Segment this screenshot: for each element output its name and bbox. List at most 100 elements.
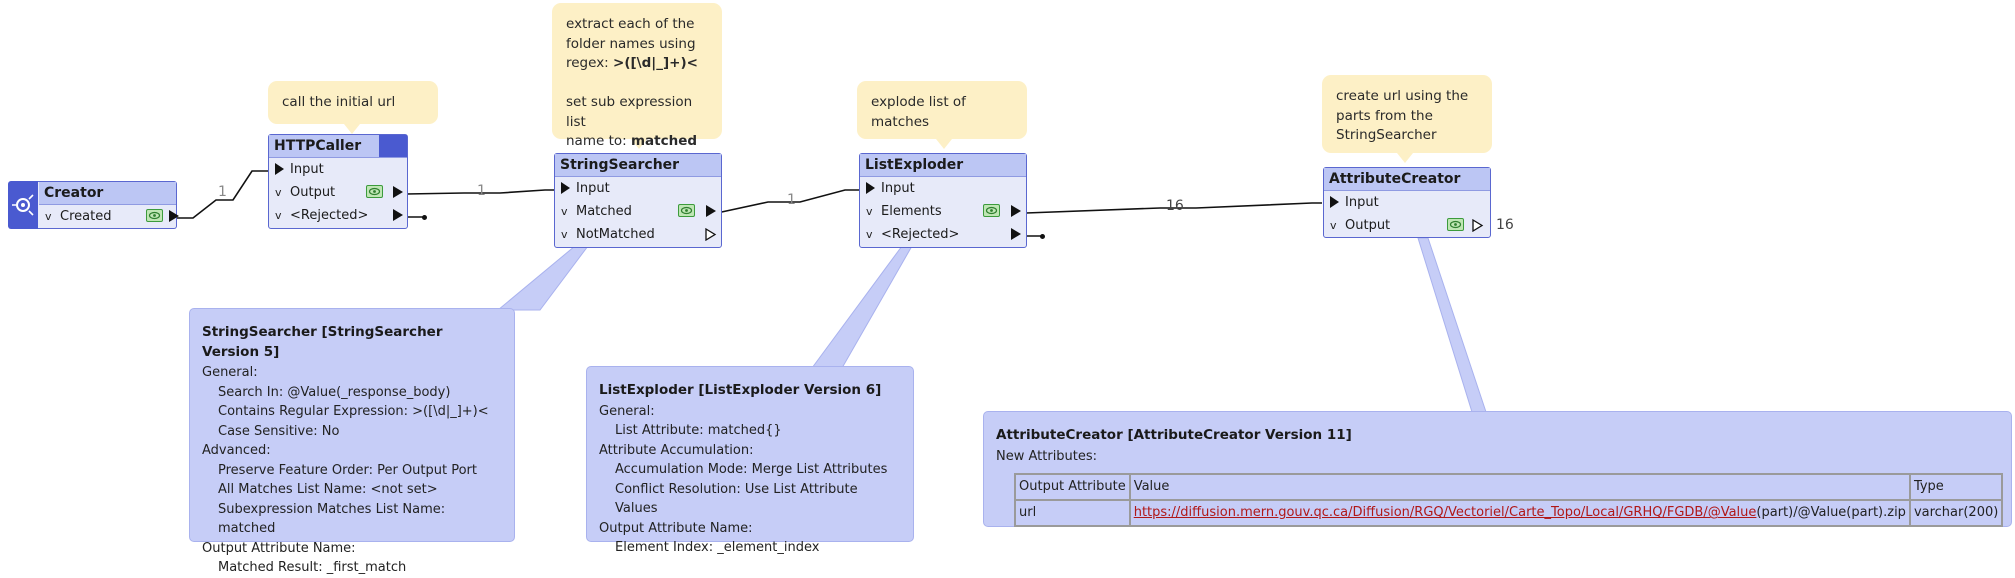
output-port-arrow[interactable] (169, 210, 179, 222)
output-port-arrow[interactable] (706, 205, 716, 217)
input-port-arrow[interactable] (866, 181, 875, 194)
creator-icon (8, 181, 38, 229)
eye-icon[interactable] (678, 204, 695, 217)
port-label: <Rejected> (290, 208, 369, 223)
note-stringsearcher[interactable]: extract each of the folder names using r… (552, 3, 722, 149)
httpcaller-port-input[interactable]: Input (269, 158, 407, 181)
note-line: folder names using (566, 35, 696, 52)
stringsearcher-parameters-panel: StringSearcher [StringSearcher Version 5… (189, 308, 515, 575)
chevron-down-icon[interactable]: v (561, 205, 568, 218)
httpcaller-port-rejected[interactable]: v <Rejected> (269, 204, 407, 227)
listexploder-title: ListExploder (860, 154, 1026, 177)
attributecreator-parameters-panel: AttributeCreator [AttributeCreator Versi… (983, 411, 2012, 527)
wire-creator-to-httpcaller (177, 170, 270, 219)
chevron-down-icon[interactable]: v (45, 210, 52, 223)
unconnected-port-arrow[interactable] (1472, 219, 1484, 232)
wire-stringsearcher-to-listexploder (716, 189, 862, 214)
chevron-down-icon[interactable]: v (561, 228, 568, 241)
param-line: Subexpression Matches List Name: matched (218, 501, 446, 537)
port-label: Input (576, 181, 610, 196)
httpcaller-type-badge (379, 135, 407, 157)
column-header: Value (1128, 473, 1911, 501)
param-line: Conflict Resolution: Use List Attribute … (615, 481, 858, 517)
list-name-text: matched (630, 133, 698, 149)
attributecreator-callout-tail (1417, 237, 1487, 413)
port-label: <Rejected> (881, 227, 960, 242)
listexploder-node[interactable]: ListExploder Input v Elements v <Rejected> (859, 153, 1027, 248)
note-line: set sub expression list (566, 94, 693, 130)
listexploder-parameters-panel: ListExploder [ListExploder Version 6] Ge… (586, 366, 914, 555)
httpcaller-note-pointer (344, 124, 360, 134)
param-line: All Matches List Name: <not set> (218, 482, 438, 497)
creator-port-created[interactable]: v Created (39, 205, 179, 228)
rejected-port-arrow[interactable] (1011, 228, 1021, 240)
chevron-down-icon[interactable]: v (866, 228, 873, 241)
note-line: StringSearcher (1336, 127, 1437, 143)
input-port-arrow[interactable] (275, 162, 284, 175)
stringsearcher-title: StringSearcher (555, 154, 721, 177)
listexploder-callout-tail (811, 245, 913, 369)
port-label: Elements (881, 204, 942, 219)
cell-type: varchar(200) (1908, 499, 2004, 527)
param-line: Matched Result: _first_match (218, 560, 407, 575)
input-port-arrow[interactable] (1330, 195, 1339, 208)
listexploder-port-elements[interactable]: v Elements (860, 200, 1026, 223)
stringsearcher-note-pointer (631, 139, 647, 149)
param-section: Output Attribute Name: (202, 540, 356, 556)
eye-icon[interactable] (366, 185, 383, 198)
attributecreator-port-output[interactable]: v Output (1324, 214, 1490, 237)
note-attributecreator[interactable]: create url using the parts from the Stri… (1322, 75, 1492, 153)
param-line: Search In: @Value(_response_body) (218, 384, 451, 400)
note-line: create url using the (1336, 88, 1469, 104)
eye-icon[interactable] (1447, 218, 1464, 231)
count-attributecreator-output: 16 (1496, 217, 1514, 233)
creator-title: Creator (39, 182, 176, 205)
httpcaller-title: HTTPCaller (269, 135, 407, 158)
note-line: extract each of the (566, 16, 695, 32)
chevron-down-icon[interactable]: v (275, 186, 282, 199)
cell-output-attribute: url (1014, 499, 1131, 527)
wire-listexploder-to-attributecreator (1025, 202, 1322, 214)
note-httpcaller[interactable]: call the initial url (268, 81, 438, 124)
creator-node[interactable]: Creator v Created (8, 181, 179, 229)
param-section: Attribute Accumulation: (599, 442, 754, 458)
chevron-down-icon[interactable]: v (275, 209, 282, 222)
chevron-down-icon[interactable]: v (866, 205, 873, 218)
eye-icon[interactable] (146, 209, 163, 222)
note-line: matches (871, 113, 930, 130)
listexploder-port-input[interactable]: Input (860, 177, 1026, 200)
input-port-arrow[interactable] (561, 181, 570, 194)
param-line: Case Sensitive: No (218, 423, 340, 439)
stringsearcher-port-input[interactable]: Input (555, 177, 721, 200)
panel-title: ListExploder [ListExploder Version 6] (599, 382, 882, 398)
listexploder-rejected-end-dot (1040, 234, 1045, 239)
rejected-port-arrow[interactable] (393, 209, 403, 221)
listexploder-port-rejected[interactable]: v <Rejected> (860, 223, 1026, 246)
count-httpcaller-to-stringsearcher: 1 (477, 183, 486, 199)
count-listexploder-to-attributecreator: 16 (1166, 198, 1184, 214)
param-section: General: (599, 403, 655, 419)
output-port-arrow[interactable] (1011, 205, 1021, 217)
param-line: Element Index: _element_index (615, 540, 820, 555)
eye-icon[interactable] (983, 204, 1000, 217)
url-link[interactable]: https://diffusion.mern.gouv.qc.ca/Diffus… (1133, 505, 1757, 521)
count-stringsearcher-to-listexploder: 1 (787, 192, 796, 208)
note-listexploder[interactable]: explode list of matches (857, 81, 1027, 139)
stringsearcher-port-notmatched[interactable]: v NotMatched (555, 223, 721, 246)
attributecreator-port-input[interactable]: Input (1324, 191, 1490, 214)
output-port-arrow[interactable] (393, 186, 403, 198)
port-label: Output (1345, 218, 1391, 233)
port-label: Created (60, 209, 112, 224)
unconnected-port-arrow[interactable] (705, 228, 717, 241)
param-section: Advanced: (202, 443, 271, 458)
connection-layer (177, 124, 1487, 413)
port-label: Input (881, 181, 915, 196)
regex-text: >([\d|_]+)< (613, 55, 698, 71)
chevron-down-icon[interactable]: v (1330, 219, 1337, 232)
port-label: NotMatched (576, 227, 655, 242)
